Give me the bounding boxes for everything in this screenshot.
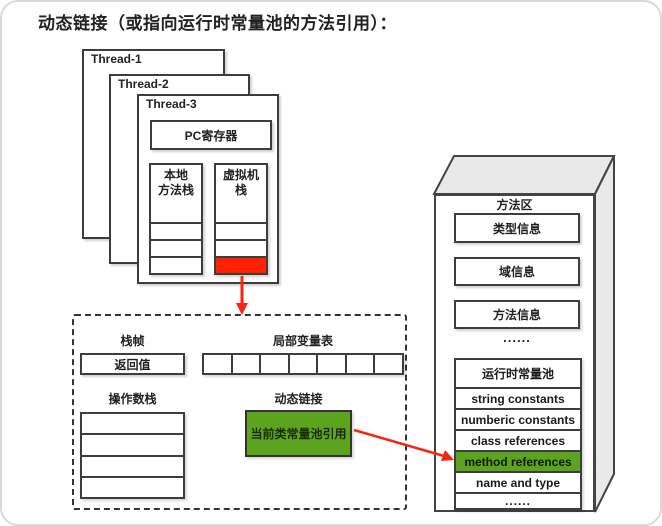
runtime-constant-pool-table: 运行时常量池 string constants numberic constan… xyxy=(454,358,582,510)
vm-stack: 虚拟机 栈 xyxy=(214,163,268,275)
operand-stack-cell xyxy=(82,454,183,476)
pool-row-class-references: class references xyxy=(456,429,580,450)
return-value-label: 返回值 xyxy=(114,357,151,372)
pool-row-string-constants: string constants xyxy=(456,387,580,408)
vm-stack-active-frame-cell xyxy=(216,256,266,273)
lvt-cell xyxy=(375,355,402,373)
native-stack-cell xyxy=(151,256,201,273)
operand-stack-label: 操作数栈 xyxy=(108,392,157,406)
operand-stack-cell xyxy=(82,475,183,497)
vm-stack-cell xyxy=(216,222,266,239)
local-variable-table-label: 局部变量表 xyxy=(272,334,333,348)
field-info-box: 域信息 xyxy=(454,257,580,286)
pc-register-box: PC寄存器 xyxy=(150,120,272,150)
native-method-stack: 本地 方法栈 xyxy=(149,163,203,275)
const-pool-reference-box: 当前类常量池引用 xyxy=(245,410,352,457)
return-value-box: 返回值 xyxy=(80,353,185,375)
lvt-cell xyxy=(204,355,233,373)
stack-frame-detail-box xyxy=(72,314,407,510)
method-info-box: 方法信息 xyxy=(454,300,580,329)
stack-frame-label: 栈帧 xyxy=(120,334,145,348)
pool-row-name-and-type: name and type xyxy=(456,471,580,492)
thread-3-label: Thread-3 xyxy=(146,97,197,111)
thread-2-label: Thread-2 xyxy=(118,77,169,91)
native-stack-cell xyxy=(151,239,201,256)
method-area-ellipsis: ...... xyxy=(503,330,531,345)
operand-stack xyxy=(80,412,185,499)
pool-row-numberic-constants: numberic constants xyxy=(456,408,580,429)
pool-row-method-references: method references xyxy=(456,450,580,471)
lvt-cell xyxy=(318,355,347,373)
thread-1-label: Thread-1 xyxy=(91,52,142,66)
native-stack-cell xyxy=(151,222,201,239)
native-method-stack-label: 本地 方法栈 xyxy=(157,168,194,197)
vm-stack-cell xyxy=(216,239,266,256)
operand-stack-cell xyxy=(82,414,183,433)
lvt-cell xyxy=(233,355,262,373)
dynamic-link-label: 动态链接 xyxy=(274,392,323,406)
lvt-cell xyxy=(347,355,376,373)
pc-register-label: PC寄存器 xyxy=(184,128,238,143)
runtime-constant-pool-header: 运行时常量池 xyxy=(456,360,580,387)
pool-row-ellipsis: ...... xyxy=(456,492,580,508)
local-variable-table xyxy=(202,353,404,375)
operand-stack-cell xyxy=(82,433,183,454)
page-title: 动态链接（或指向运行时常量池的方法引用）： xyxy=(38,14,397,33)
const-pool-reference-label: 当前类常量池引用 xyxy=(250,427,347,441)
lvt-cell xyxy=(290,355,319,373)
vm-stack-label: 虚拟机 栈 xyxy=(222,168,259,197)
lvt-cell xyxy=(261,355,290,373)
type-info-box: 类型信息 xyxy=(454,213,580,243)
